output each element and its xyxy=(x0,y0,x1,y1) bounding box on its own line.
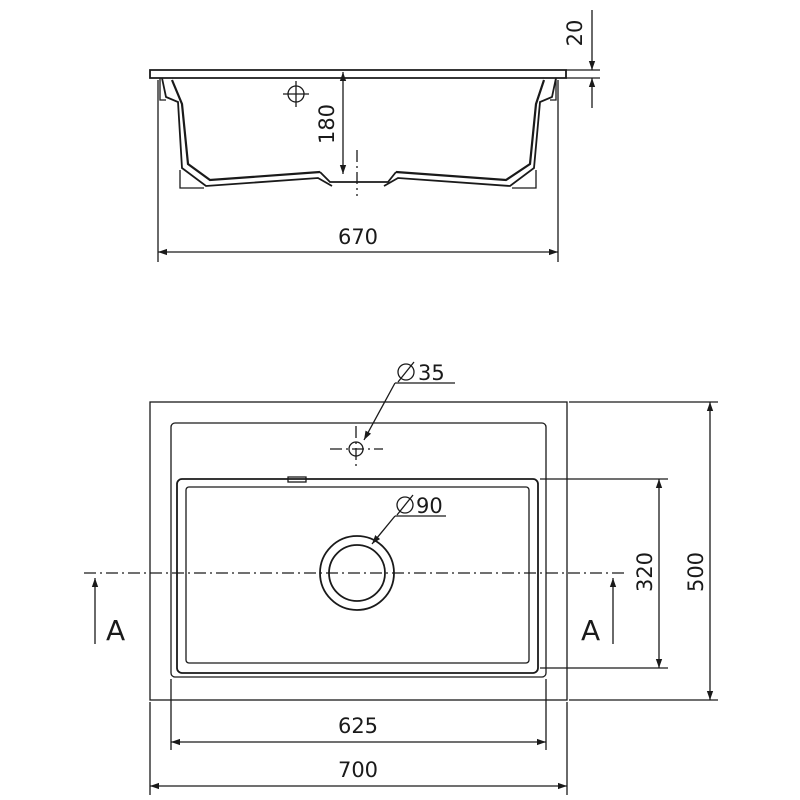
outer-depth-dimension: 500 xyxy=(569,401,718,701)
bowl-depth-dimension: 320 xyxy=(540,478,668,669)
outer-width-label: 700 xyxy=(338,758,378,782)
rim-label: 20 xyxy=(563,20,587,47)
overflow-slot xyxy=(287,476,307,483)
outer-width-dimension: 700 xyxy=(149,702,568,795)
sink-deck xyxy=(170,422,547,678)
tap-hole-marker-side xyxy=(283,81,309,107)
section-label-left: A xyxy=(106,614,125,647)
bowl-inner xyxy=(185,486,530,664)
side-width-dimension: 670 xyxy=(157,80,559,262)
bowl-outline xyxy=(176,478,539,674)
bowl-width-dimension: 625 xyxy=(170,679,547,750)
side-section-view: 180 670 20 xyxy=(149,10,600,262)
sink-right-wall xyxy=(383,77,557,187)
side-width-label: 670 xyxy=(338,225,378,249)
tap-hole-label: 35 xyxy=(418,361,445,385)
section-marker-right: A xyxy=(581,578,617,647)
sink-right-wall-inner xyxy=(395,79,546,182)
outer-depth-label: 500 xyxy=(684,552,708,592)
tap-hole xyxy=(330,426,383,470)
sink-left-wall xyxy=(161,77,333,187)
tap-hole-callout: 35 xyxy=(363,361,455,441)
top-plan-view: 35 90 A A xyxy=(84,361,718,795)
depth-dimension: 180 xyxy=(315,72,347,174)
left-clip xyxy=(159,78,166,101)
drain-callout: 90 xyxy=(371,494,446,545)
drain-outlet xyxy=(319,171,397,183)
diameter-symbol xyxy=(396,494,414,516)
drain-label: 90 xyxy=(416,494,443,518)
sink-rim xyxy=(149,69,567,79)
depth-label: 180 xyxy=(315,104,339,144)
bowl-width-label: 625 xyxy=(338,714,378,738)
right-foot xyxy=(512,170,537,189)
sink-outline xyxy=(149,401,568,701)
section-label-right: A xyxy=(581,614,600,647)
left-foot xyxy=(179,170,204,189)
right-clip xyxy=(550,78,557,101)
bowl-depth-label: 320 xyxy=(633,552,657,592)
sink-left-wall-inner xyxy=(170,79,321,182)
rim-dimension: 20 xyxy=(563,10,600,108)
diameter-symbol xyxy=(397,361,415,383)
section-marker-left: A xyxy=(91,578,125,647)
